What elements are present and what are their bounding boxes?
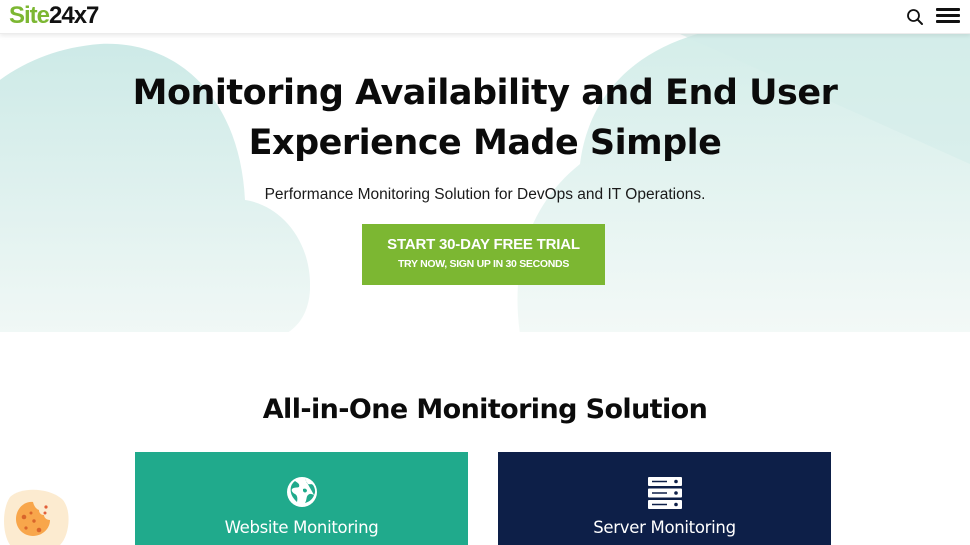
hamburger-line <box>936 14 960 17</box>
logo-part-site: Site <box>9 2 50 29</box>
section-title: All-in-One Monitoring Solution <box>262 394 708 425</box>
hamburger-line <box>936 20 960 23</box>
logo-part-24x7: 24x7 <box>49 2 99 29</box>
cloud-decoration-right <box>517 34 970 332</box>
hero-section: Monitoring Availability and End User Exp… <box>0 34 970 332</box>
hero-title-line-1: Monitoring Availability and End User <box>132 73 838 113</box>
hero-title: Monitoring Availability and End User Exp… <box>0 68 970 168</box>
card-label: Server Monitoring <box>593 518 736 537</box>
cta-sub-label: TRY NOW, SIGN UP IN 30 SECONDS <box>397 258 570 270</box>
search-button[interactable] <box>905 7 925 27</box>
start-free-trial-button[interactable]: START 30-DAY FREE TRIAL TRY NOW, SIGN UP… <box>362 224 605 285</box>
hero-title-line-2: Experience Made Simple <box>248 123 722 163</box>
search-icon <box>907 9 923 25</box>
hamburger-menu-button[interactable] <box>936 8 960 26</box>
server-monitoring-card[interactable]: Server Monitoring <box>498 452 831 545</box>
top-navigation-bar: Site24x7 <box>0 0 970 34</box>
website-monitoring-card[interactable]: Website Monitoring <box>135 452 468 545</box>
cookie-icon <box>4 489 69 545</box>
hero-subtitle: Performance Monitoring Solution for DevO… <box>264 186 706 203</box>
globe-icon <box>286 477 317 507</box>
hamburger-menu-icon <box>936 8 960 11</box>
cta-main-label: START 30-DAY FREE TRIAL <box>387 236 580 253</box>
cookie-consent-button[interactable] <box>2 487 70 545</box>
server-icon <box>647 477 682 509</box>
cloud-decoration-left <box>0 43 310 332</box>
site24x7-logo[interactable]: Site24x7 <box>9 2 99 29</box>
card-label: Website Monitoring <box>224 518 379 537</box>
